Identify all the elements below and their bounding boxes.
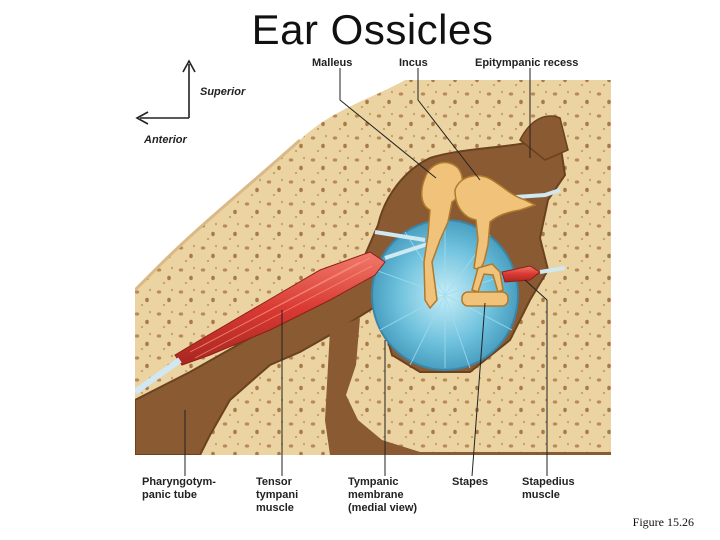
label-incus: Incus: [399, 57, 428, 70]
label-anterior: Anterior: [144, 134, 187, 147]
label-stapes: Stapes: [452, 476, 488, 489]
label-tympanic-membrane: Tympanic membrane (medial view): [348, 476, 417, 515]
label-pharyngotympanic-tube: Pharyngotym- panic tube: [142, 476, 216, 502]
label-epitympanic-recess: Epitympanic recess: [475, 57, 578, 70]
label-stapedius-muscle: Stapedius muscle: [522, 476, 575, 502]
figure-caption: Figure 15.26: [633, 515, 694, 530]
label-tensor-tympani-muscle: Tensor tympani muscle: [256, 476, 298, 515]
label-malleus: Malleus: [312, 57, 352, 70]
label-superior: Superior: [200, 86, 245, 99]
